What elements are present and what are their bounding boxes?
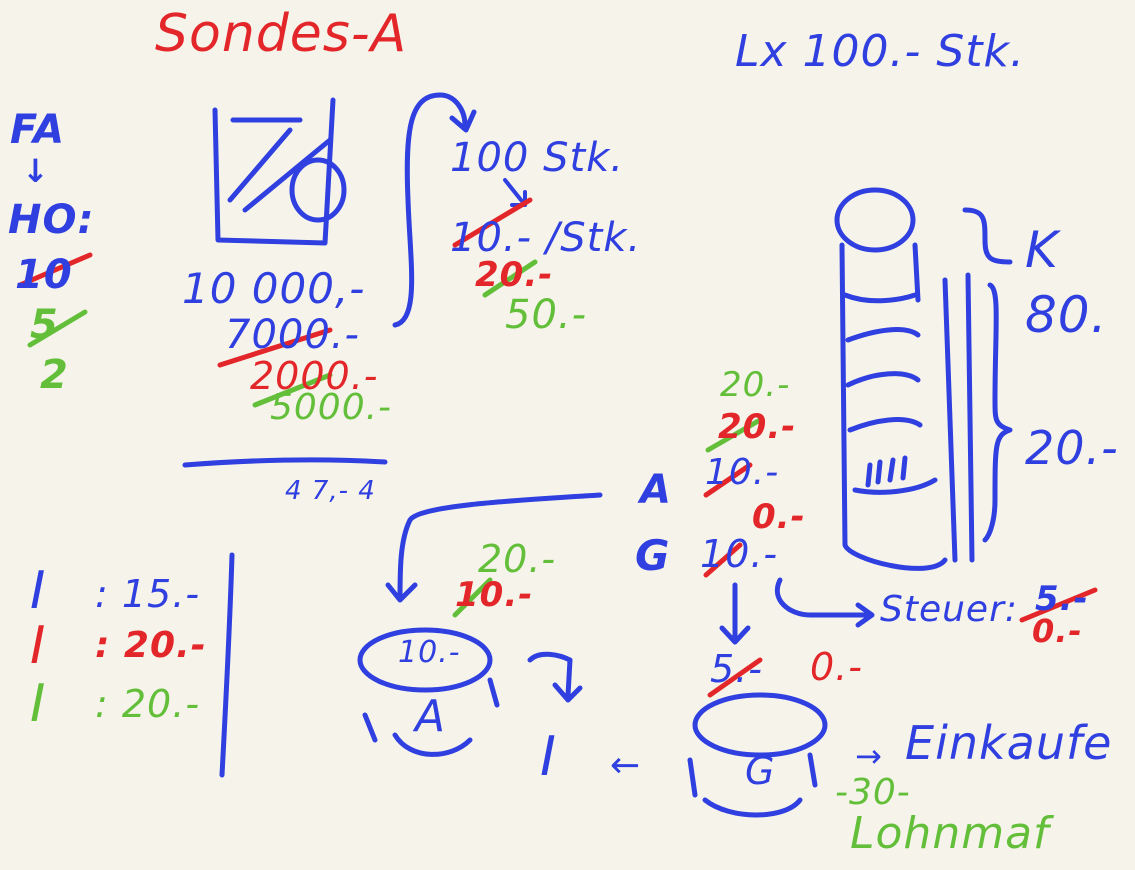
small-arrow <box>503 178 527 207</box>
machine-value-green: 5000.- <box>270 387 393 428</box>
ho-value-1: 10 <box>15 252 73 298</box>
bucket-g-drawing <box>687 692 828 818</box>
per-piece-red: 20.- <box>475 255 554 295</box>
i-value-2: : 20.- <box>95 625 207 666</box>
left-arrow-icon: ← <box>610 745 642 786</box>
stack-k-label: K <box>1025 221 1059 279</box>
bucket-a-label: A <box>415 691 447 742</box>
stack-cylinder <box>834 187 975 571</box>
steuer-arrow <box>774 577 875 628</box>
steuer-new-value: 0.- <box>1032 612 1083 650</box>
i-value-1: : 15.- <box>95 572 201 616</box>
flow-arrow-g-down <box>719 582 751 645</box>
machine-price: 10 000,- <box>182 264 366 313</box>
g-label: G <box>635 531 671 580</box>
machine-value-blue: 7000.- <box>225 312 360 358</box>
strike-lines <box>17 197 1098 698</box>
title: Sondes-A <box>155 4 408 64</box>
steuer-label: Steuer: <box>880 589 1019 630</box>
stack-top-value: 80. <box>1025 286 1108 344</box>
bucket-a-green: 20.- <box>478 537 557 581</box>
stack-braces <box>962 207 1013 543</box>
bracket-arrowhead <box>449 109 477 133</box>
einkaufe-label: Einkaufe <box>905 716 1113 770</box>
i-symbol-2: I <box>30 616 47 676</box>
machine-value-red: 2000.- <box>250 354 379 398</box>
ho-label: HO: <box>8 197 95 243</box>
g-flow-old: 5.- <box>710 647 763 691</box>
i-symbol-1: I <box>30 561 47 621</box>
right-arrow-icon: → <box>855 737 883 775</box>
flow-arrow-a <box>385 492 603 603</box>
per-piece-head: 100 Stk. <box>450 135 625 181</box>
steuer-value: 5.- <box>1035 579 1089 619</box>
fa-label: FA <box>10 107 66 153</box>
g-red-value: 0.- <box>752 497 806 537</box>
bottom-g-label: G <box>745 749 776 793</box>
flow-arrow-a-to-i <box>527 651 583 703</box>
ho-value-2: 5 <box>30 302 59 348</box>
stack-bottom-value: 20.- <box>1025 421 1119 475</box>
bucket-a-inside: 10.- <box>398 635 461 670</box>
down-arrow-icon: ↓ <box>22 152 50 190</box>
a-label: A <box>640 467 672 513</box>
price-red: 20.- <box>718 407 797 447</box>
top-right-note: Lx 100.- Stk. <box>735 26 1026 77</box>
minus-30-label: -30- <box>835 772 911 813</box>
lohnmarge-label: Lohnmaf <box>850 808 1050 859</box>
bucket-a-drawing <box>357 627 500 757</box>
i-value-3: : 20.- <box>95 682 201 726</box>
below-line-value: 4 7,- 4 <box>285 476 376 506</box>
bottom-i-label: I <box>540 725 557 788</box>
machine-drawing <box>212 97 347 246</box>
g-flow-new: 0.- <box>810 645 863 689</box>
i-symbol-3: I <box>30 674 47 734</box>
per-piece-green: 50.- <box>505 292 588 338</box>
per-piece-blue: 10.- /Stk. <box>450 215 642 261</box>
price-blue: 10.- <box>705 452 780 493</box>
divider-line <box>182 457 388 468</box>
bucket-a-red: 10.- <box>455 575 534 615</box>
ho-value-3: 2 <box>40 352 69 398</box>
g-value: 10.- <box>700 532 779 576</box>
price-green: 20.- <box>720 365 791 405</box>
bracket-curve <box>392 92 468 328</box>
vertical-separator <box>219 552 235 778</box>
